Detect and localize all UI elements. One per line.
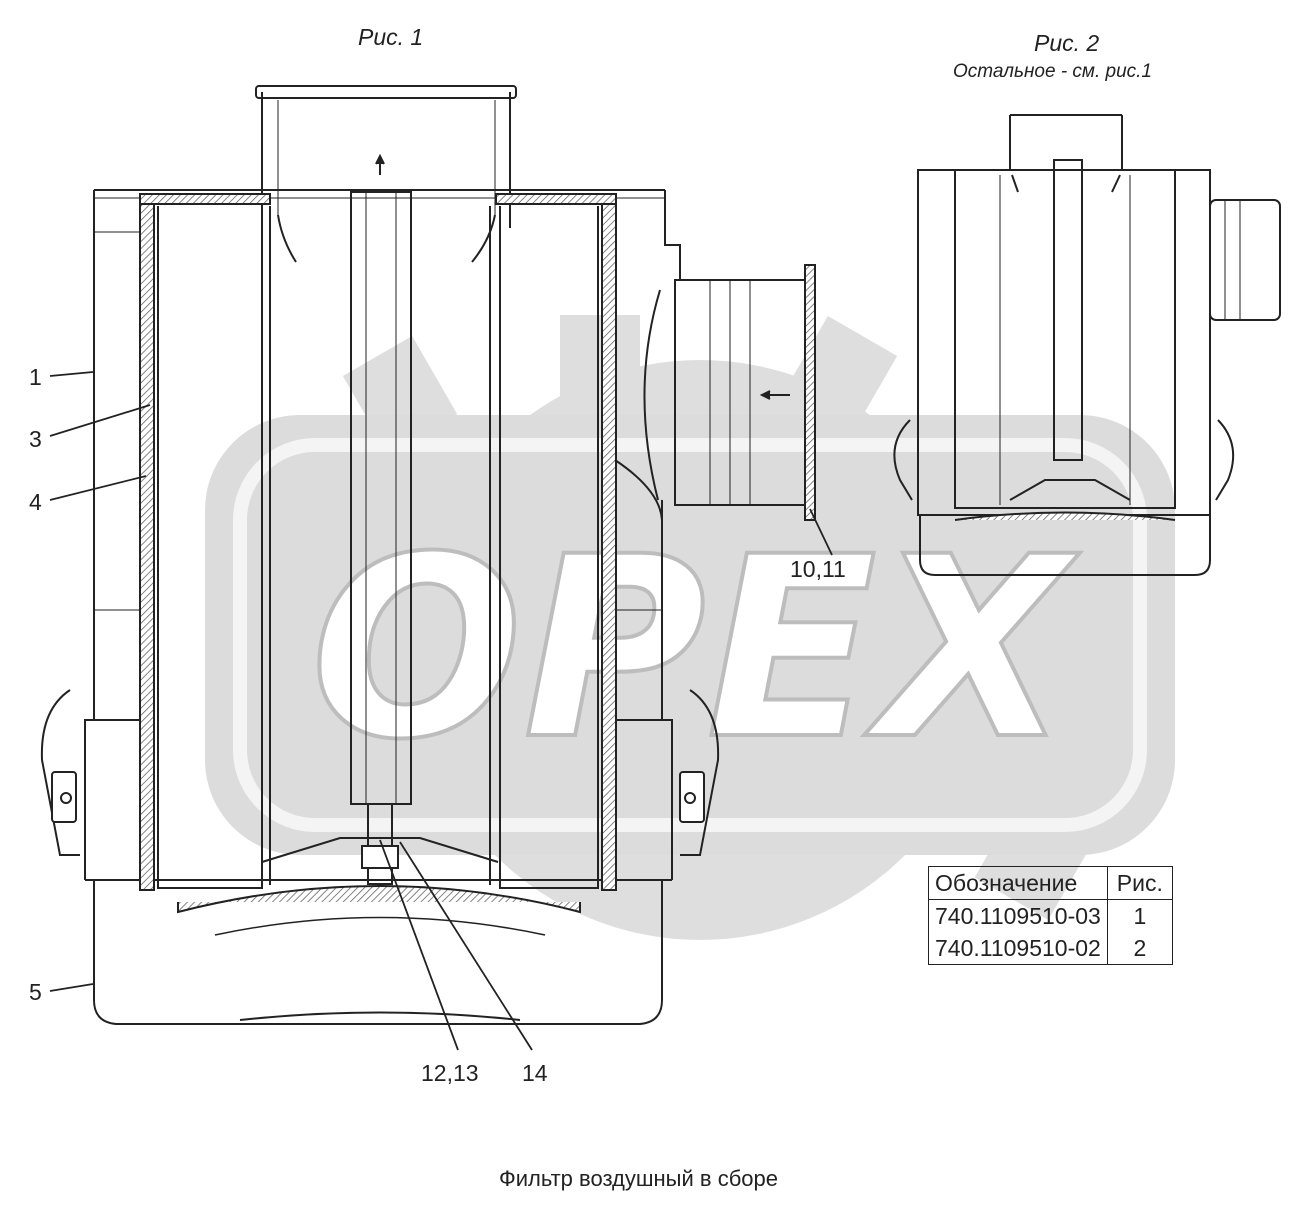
table-header-designation: Обозначение [928, 866, 1108, 900]
filter-element-left-wall [139, 199, 155, 891]
inlet-flange [804, 264, 816, 521]
callout-4: 4 [29, 489, 42, 515]
dust-cup-seal [177, 885, 581, 914]
table-cell-figure: 1 [1106, 899, 1173, 932]
outlet-lip-left [277, 214, 297, 263]
dust-cup [93, 880, 663, 1025]
leader-3 [49, 404, 151, 437]
fig2-seal [954, 511, 1176, 521]
callout-10-11: 10,11 [790, 556, 846, 582]
table-cell-figure: 2 [1106, 932, 1173, 965]
filter-element-right-wall [601, 199, 617, 891]
table-header-figure: Рис. [1106, 866, 1173, 900]
outlet-lip-right [471, 214, 496, 263]
table-row: 740.1109510-02 2 [928, 932, 1173, 965]
watermark-text: OPEX [310, 503, 1080, 794]
figure-1-title: Рис. 1 [358, 24, 424, 50]
bottom-support-cone [261, 837, 499, 863]
watermark-plate-inner-ring [233, 438, 1147, 832]
clamp-right [680, 689, 720, 856]
diagram-caption: Фильтр воздушный в сборе [499, 1166, 779, 1191]
fig2-clamp-right [1215, 419, 1235, 501]
filter-cartridge-left [157, 206, 263, 889]
fig2-side-inlet [1209, 199, 1281, 321]
designation-table: Обозначение Рис. 740.1109510-03 1 740.11… [928, 866, 1173, 965]
leader-4 [49, 475, 147, 501]
leader-10-11 [809, 508, 833, 556]
figure-2-drawing [893, 114, 1281, 576]
table-header-row: Обозначение Рис. [928, 866, 1173, 900]
callout-1: 1 [29, 364, 42, 390]
fig2-outlet-pipe [1009, 115, 1123, 170]
rod-bolt [367, 803, 393, 885]
leader-14 [399, 841, 533, 1051]
watermark-plate [205, 415, 1175, 855]
figure-2-title: Рис. 2 [1034, 30, 1100, 56]
figure-2-subtitle: Остальное - см. рис.1 [953, 61, 1152, 82]
leader-12-13 [379, 839, 459, 1051]
callout-12-13: 12,13 [421, 1060, 479, 1086]
figure-1-drawing [40, 85, 816, 1025]
leader-1 [49, 371, 94, 377]
housing-right-top [664, 190, 681, 280]
outlet-pipe [261, 92, 511, 228]
clamp-left [40, 689, 80, 856]
callout-14: 14 [522, 1060, 548, 1086]
table-row: 740.1109510-03 1 [928, 899, 1173, 932]
callout-3: 3 [29, 426, 42, 452]
fig2-dust-cup [919, 515, 1211, 576]
callout-5: 5 [29, 979, 42, 1005]
leader-5 [49, 983, 94, 992]
table-cell-designation: 740.1109510-02 [928, 932, 1108, 965]
outlet-pipe-flange [255, 85, 517, 99]
housing-left-wall [84, 190, 95, 880]
leader-lines [49, 371, 833, 1051]
fig2-cartridge [954, 169, 1176, 509]
filter-cartridge-right [499, 206, 599, 889]
table-cell-designation: 740.1109510-03 [928, 899, 1108, 932]
fig2-central-rod [1053, 159, 1083, 461]
fig2-clamp-left [893, 419, 913, 501]
